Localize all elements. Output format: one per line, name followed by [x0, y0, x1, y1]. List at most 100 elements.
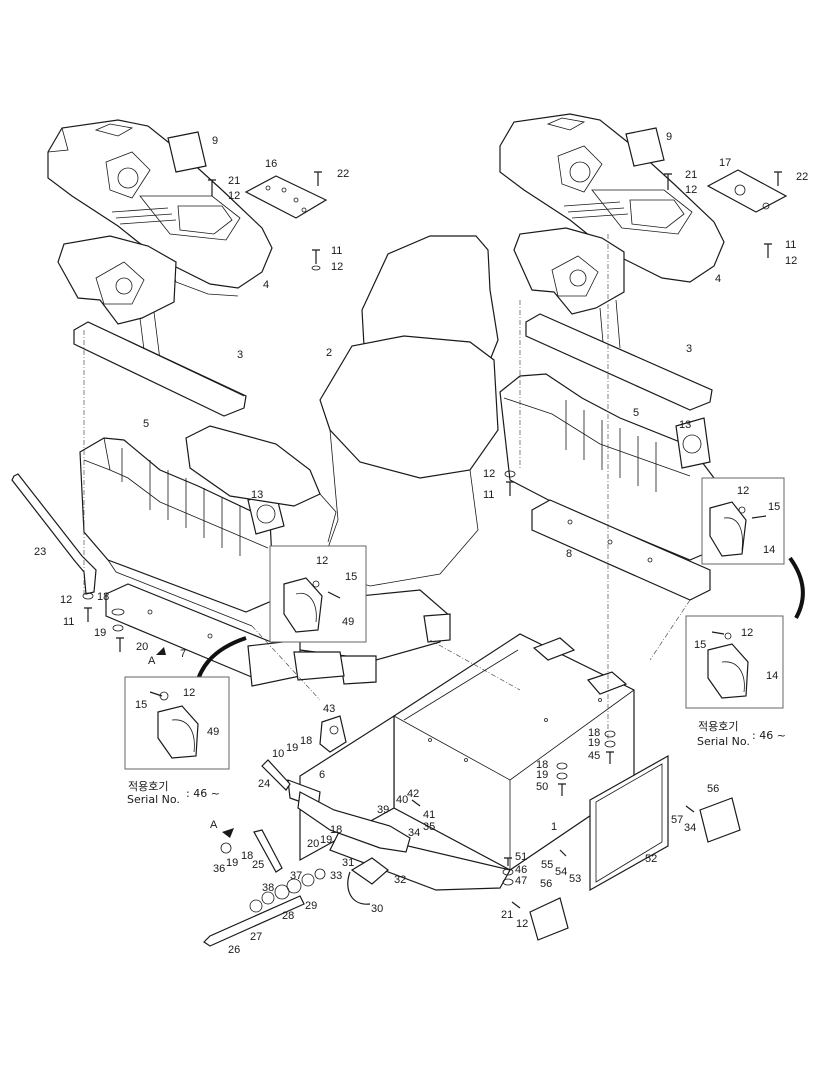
part-label: 24 — [258, 778, 270, 790]
part-label: 10 — [272, 748, 284, 760]
left-plate — [244, 175, 328, 219]
serial-note-left: 적용호기 Serial No. : 46 ~ — [127, 780, 220, 806]
left-hardware-stack — [82, 592, 125, 652]
left-rail — [73, 321, 247, 417]
small-plate-right — [699, 797, 741, 843]
part-label: 55 — [541, 859, 553, 871]
part-label: 54 — [555, 866, 567, 878]
part-label: 19 — [588, 737, 600, 749]
view-arrow-a-2 — [222, 828, 234, 838]
part-label: 15 — [345, 571, 357, 583]
part-label: 19 — [536, 769, 548, 781]
part-label: 12 — [741, 627, 753, 639]
part-label: 22 — [796, 171, 808, 183]
part-label: 9 — [212, 135, 218, 147]
part-label: 25 — [252, 859, 264, 871]
part-label: 7 — [180, 648, 186, 660]
view-arrow-label: A — [148, 655, 156, 667]
dash-leaders — [83, 234, 691, 740]
part-label: 12 — [60, 594, 72, 606]
part-label: 12 — [483, 468, 495, 480]
part-label: 15 — [768, 501, 780, 513]
part-label: 12 — [331, 261, 343, 273]
left-armrest-pad — [167, 131, 207, 173]
part-label: 5 — [633, 407, 639, 419]
part-label: 34 — [408, 827, 420, 839]
part-label: 56 — [540, 878, 552, 890]
part-label: 38 — [262, 882, 274, 894]
right-bolts-top — [664, 171, 782, 258]
part-label: 21 — [228, 175, 240, 187]
part-label: 16 — [265, 158, 277, 170]
part-label: 31 — [342, 857, 354, 869]
part-label: 45 — [588, 750, 600, 762]
part-label: 12 — [685, 184, 697, 196]
left-console-bracket — [57, 235, 177, 367]
part-label: 23 — [34, 546, 46, 558]
left-console-box — [79, 437, 275, 627]
serial-note-right: 적용호기 Serial No. : 46 ~ — [697, 720, 786, 748]
part-label: 18 — [241, 850, 253, 862]
part-label: 40 — [396, 794, 408, 806]
right-upper-inset — [701, 477, 785, 565]
part-label: 11 — [785, 239, 796, 251]
right-plate — [706, 169, 788, 213]
part-label: 20 — [307, 838, 319, 850]
part-label: 52 — [645, 853, 657, 865]
part-label: 19 — [320, 834, 332, 846]
part-label: 41 — [423, 809, 435, 821]
part-label: 26 — [228, 944, 240, 956]
part-label: 15 — [694, 639, 706, 651]
view-arrow-a-1: A — [148, 647, 166, 667]
left-lower-inset — [124, 676, 230, 770]
part-label: 57 — [671, 814, 683, 826]
part-label: 34 — [684, 822, 696, 834]
part-label: 49 — [207, 726, 219, 738]
part-label: 39 — [377, 804, 389, 816]
part-label: 18 — [536, 759, 548, 771]
left-inset-detail — [269, 545, 367, 643]
part-label: 32 — [394, 874, 406, 886]
part-label: 12 — [785, 255, 797, 267]
part-label: 30 — [371, 903, 383, 915]
part-label: 12 — [516, 918, 528, 930]
part-label: 1 — [551, 821, 557, 833]
part-label: 37 — [290, 870, 302, 882]
part-label: 12 — [183, 687, 195, 699]
part-label: 14 — [766, 670, 778, 682]
part-label: 27 — [250, 931, 262, 943]
part-label: 56 — [707, 783, 719, 795]
part-label: 21 — [685, 169, 697, 181]
part-label: 18 — [300, 735, 312, 747]
part-label: 4 — [715, 273, 721, 285]
part-label: 11 — [331, 245, 342, 257]
part-label: 3 — [237, 349, 243, 361]
part-label: 3 — [686, 343, 692, 355]
part-label: 13 — [679, 419, 691, 431]
right-flange-plate — [675, 417, 711, 469]
part-label: A — [210, 819, 218, 831]
part-label: 4 — [263, 279, 269, 291]
right-armrest-cover — [499, 113, 725, 283]
right-callout-arrow — [788, 556, 805, 619]
part-label: 5 — [143, 418, 149, 430]
part-label: 11 — [63, 616, 74, 628]
part-label: 21 — [501, 909, 513, 921]
part-label: 6 — [319, 769, 325, 781]
right-base-plate — [531, 499, 711, 601]
part-label: 22 — [337, 168, 349, 180]
part-label: 2 — [326, 347, 332, 359]
serial-note-range: : 46 ~ — [186, 787, 220, 800]
serial-note-korean: 적용호기 — [128, 780, 168, 793]
part-label: 17 — [719, 157, 731, 169]
part-label: 9 — [666, 131, 672, 143]
part-label: 42 — [407, 788, 419, 800]
center-hardware — [411, 730, 695, 909]
part-label: 8 — [566, 548, 572, 560]
serial-note-range: : 46 ~ — [752, 729, 786, 742]
left-armrest-cover — [47, 119, 273, 297]
part-label: 12 — [737, 485, 749, 497]
serial-note-korean: 적용호기 — [698, 720, 738, 733]
part-label: 46 — [515, 864, 527, 876]
